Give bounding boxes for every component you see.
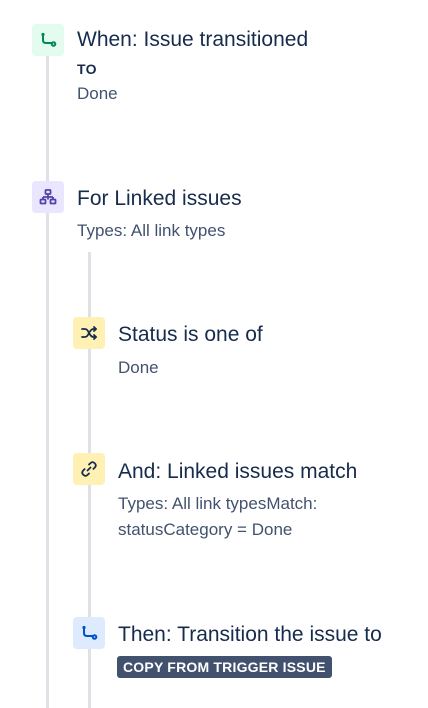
action-transition-icon: [73, 617, 105, 649]
trigger-field-label: TO: [77, 61, 97, 77]
status-condition-value: Done: [118, 358, 159, 377]
trigger-transition-icon: [32, 24, 64, 56]
link-icon: [73, 453, 105, 485]
branch-title: For Linked issues: [77, 187, 242, 210]
linked-issues-jql: statusCategory = Done: [118, 520, 293, 539]
trigger-field-value: Done: [77, 84, 118, 103]
linked-issues-types-match: Types: All link typesMatch:: [118, 494, 318, 513]
status-condition-title: Status is one of: [118, 323, 263, 346]
copy-from-trigger-lozenge: COPY FROM TRIGGER ISSUE: [117, 656, 332, 678]
transition-action-title: Then: Transition the issue to: [118, 623, 382, 646]
branch-icon: [32, 181, 64, 213]
main-flow-rail: [46, 50, 49, 708]
linked-issues-condition-title: And: Linked issues match: [118, 460, 358, 483]
trigger-title: When: Issue transitioned: [77, 28, 309, 51]
shuffle-icon: [73, 317, 105, 349]
branch-types: Types: All link types: [77, 221, 226, 240]
